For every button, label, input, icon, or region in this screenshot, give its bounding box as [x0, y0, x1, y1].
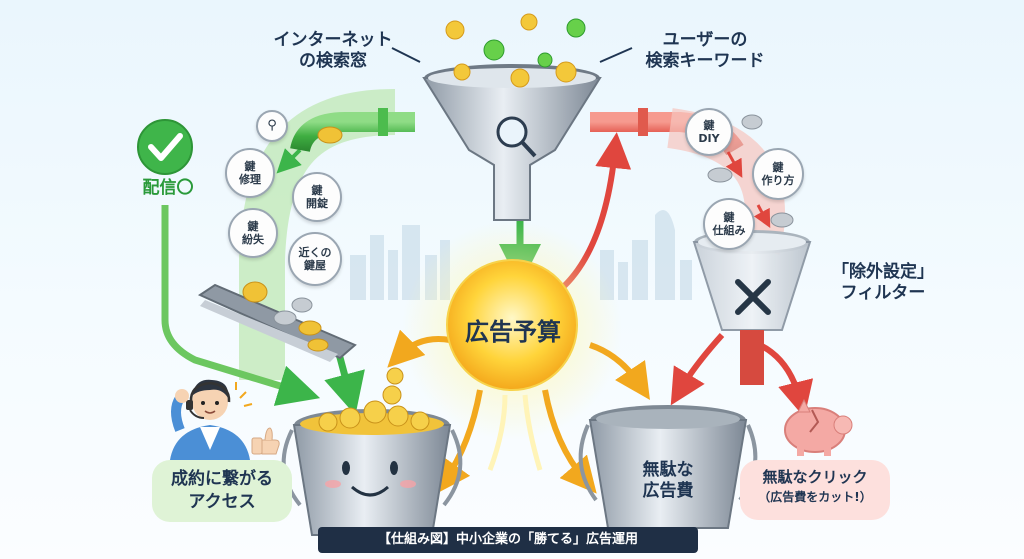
piggy-bank-icon — [784, 398, 853, 456]
ad-budget-label: 広告予算 — [465, 318, 561, 346]
conversion-access-label: 成約に繋がる アクセス — [152, 460, 292, 522]
coins-top — [445, 13, 586, 88]
wasted-bucket — [578, 405, 758, 529]
keyword-bubble-lock-repair: 鍵 修理 — [225, 148, 275, 198]
keyword-bubble-how-to-make-key: 鍵 作り方 — [752, 148, 804, 200]
wasted-budget-label: 無駄な 広告費 — [642, 460, 694, 502]
coin-chute — [197, 281, 357, 362]
success-bucket — [281, 367, 463, 536]
search-window-label: インターネット の検索窓 — [273, 30, 393, 72]
keyword-bubble-lock-lost: 鍵 紛失 — [228, 208, 278, 258]
ad-budget-sun — [446, 259, 578, 391]
user-keywords-label: ユーザーの 検索キーワード — [645, 30, 765, 72]
exclusion-filter-label: 「除外設定」 フィルター — [832, 262, 934, 304]
delivery-ok-label: 配信〇 — [142, 178, 194, 198]
person-icon — [170, 379, 250, 470]
thumbs-up-icon — [251, 427, 280, 455]
exclusion-filter-cup — [692, 230, 812, 385]
magnifier-icon — [496, 116, 528, 148]
wasted-click-label: 無駄なクリック （広告費をカット!） — [740, 460, 890, 520]
keyword-bubble-nearby-locksmith: 近くの 鍵屋 — [288, 232, 342, 286]
funnel — [422, 64, 602, 221]
keyword-bubble-lock-unlock: 鍵 開錠 — [292, 172, 342, 222]
x-icon — [735, 279, 771, 315]
keyword-bubble-lock-diy: 鍵 DIY — [685, 108, 733, 156]
check-icon — [137, 119, 193, 175]
search-icon: ⚲ — [256, 110, 288, 142]
caption-bar: 【仕組み図】中小企業の「勝てる」広告運用 — [318, 527, 698, 553]
keyword-bubble-lock-mechanism: 鍵 仕組み — [703, 198, 755, 250]
